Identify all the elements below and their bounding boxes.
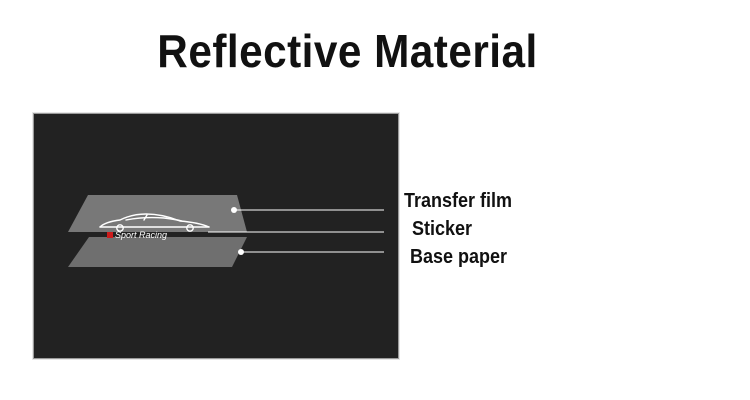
car-outline-icon	[99, 213, 210, 232]
leader-dot-transfer-film	[231, 207, 237, 213]
label-sticker: Sticker	[412, 218, 473, 240]
label-base-paper: Base paper	[410, 246, 508, 268]
page-title: Reflective Material	[157, 25, 538, 77]
decal-text: Sport Racing	[115, 230, 167, 240]
transfer-film-layer	[68, 195, 247, 232]
diagram-panel	[33, 113, 399, 359]
decal-accent-mark	[107, 232, 113, 238]
leader-lines	[208, 209, 384, 253]
base-paper-layer	[68, 237, 247, 267]
leader-dot-base-paper	[238, 249, 244, 255]
label-transfer-film: Transfer film	[404, 190, 513, 212]
